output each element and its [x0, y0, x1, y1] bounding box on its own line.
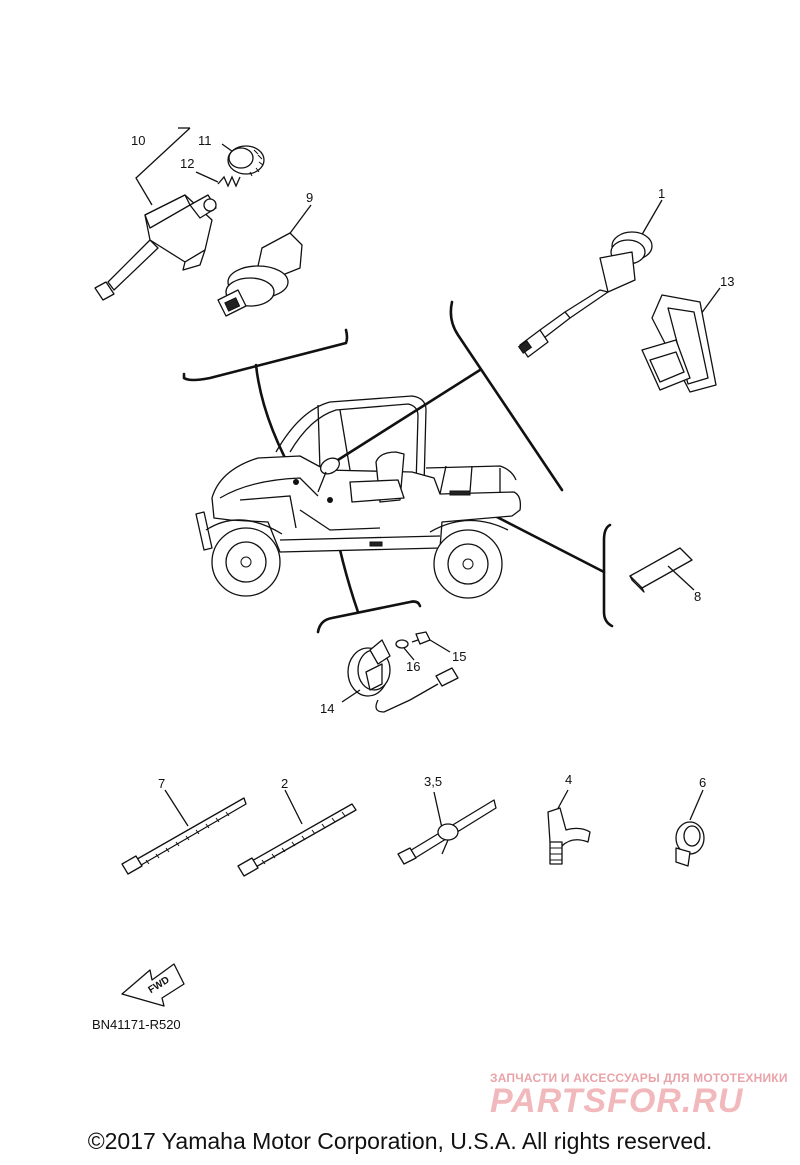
- clamp-part-6: [675, 789, 705, 867]
- switch-assembly-part-10: [94, 127, 217, 301]
- washer-part-16: [395, 639, 415, 661]
- horn-part-14: [341, 639, 459, 713]
- callout-12: 12: [180, 156, 194, 171]
- callout-6: 6: [699, 775, 706, 790]
- callout-labels: 10 11 12 9 1 13 8 15 16 14 7 2 3,5 4 6: [131, 133, 734, 791]
- callout-11: 11: [198, 133, 212, 148]
- band-part-2: [237, 789, 357, 877]
- callout-2: 2: [281, 776, 288, 791]
- watermark-brand: PARTSFOR.RU: [490, 1082, 744, 1120]
- band-clip-part-3-5: [397, 791, 497, 865]
- diagram-code: BN41171-R520: [92, 1017, 181, 1032]
- callout-10: 10: [131, 133, 145, 148]
- callout-7: 7: [158, 776, 165, 791]
- callout-4: 4: [565, 772, 572, 787]
- callout-16: 16: [406, 659, 420, 674]
- bolt-part-15: [411, 631, 451, 653]
- cover-part-13: [641, 287, 721, 393]
- watermark-tagline: ЗАПЧАСТИ И АКСЕССУАРЫ ДЛЯ МОТОТЕХНИКИ: [490, 1071, 788, 1085]
- callout-13: 13: [720, 274, 734, 289]
- pad-part-8: [629, 547, 695, 593]
- band-part-7: [121, 789, 247, 875]
- spring-part-12: [195, 171, 241, 188]
- callout-15: 15: [452, 649, 466, 664]
- sensor-part-9: [217, 204, 312, 317]
- callout-1: 1: [658, 186, 665, 201]
- fwd-arrow-icon: FWD: [121, 963, 185, 1007]
- knob-part-11: [221, 143, 265, 177]
- callout-14: 14: [320, 701, 334, 716]
- callout-3-5: 3,5: [424, 774, 442, 789]
- vehicle-illustration: [195, 395, 522, 599]
- socket-part-1: [517, 199, 663, 358]
- clamp-part-4: [547, 789, 591, 865]
- callout-9: 9: [306, 190, 313, 205]
- copyright-notice: ©2017 Yamaha Motor Corporation, U.S.A. A…: [87, 1128, 713, 1154]
- callout-8: 8: [694, 589, 701, 604]
